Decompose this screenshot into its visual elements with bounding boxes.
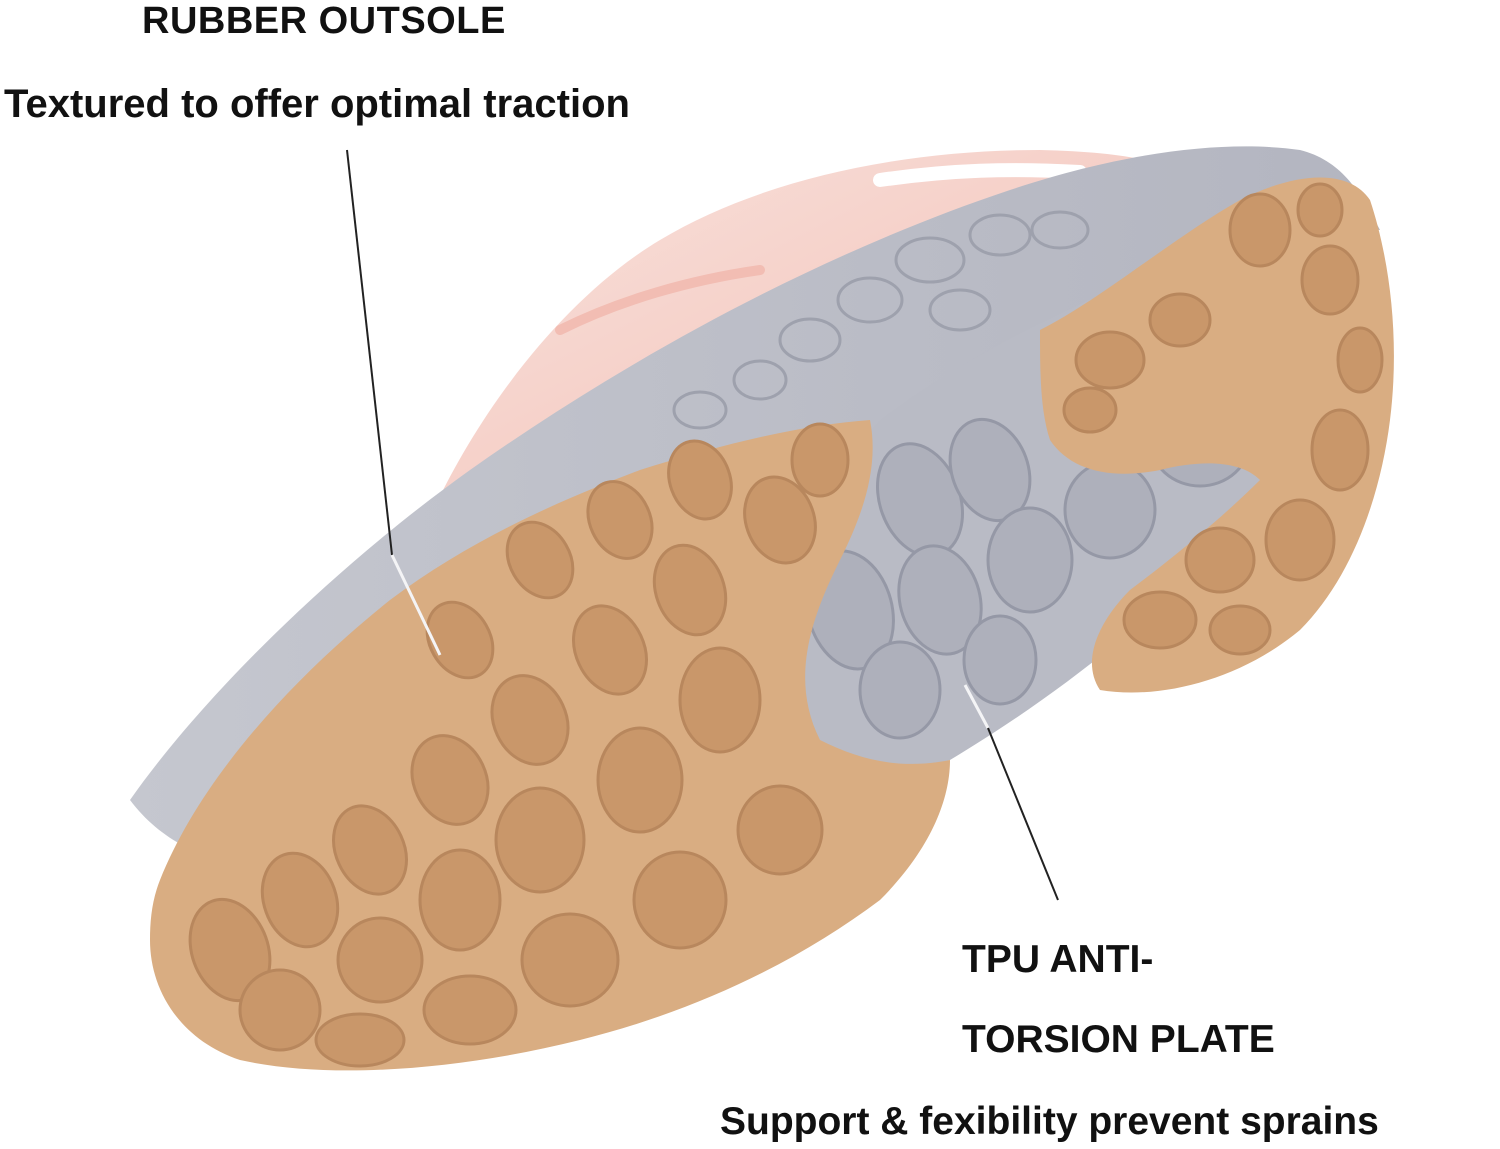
leader-lines [346,149,1059,901]
plate-leader-line-light [963,684,990,729]
outsole-description: Textured to offer optimal traction [4,82,630,126]
outsole-title: RUBBER OUTSOLE [142,0,506,42]
outsole-forefoot [150,420,950,1071]
plate-title-line1: TPU ANTI- [962,938,1154,981]
outsole-leader-line [346,149,393,556]
plate-leader-line [987,727,1059,901]
plate-title-line2: TORSION PLATE [962,1018,1275,1061]
plate-description: Support & fexibility prevent sprains [720,1100,1379,1143]
outsole-leader-line-light [390,554,442,656]
outsole-heel [1040,177,1394,693]
